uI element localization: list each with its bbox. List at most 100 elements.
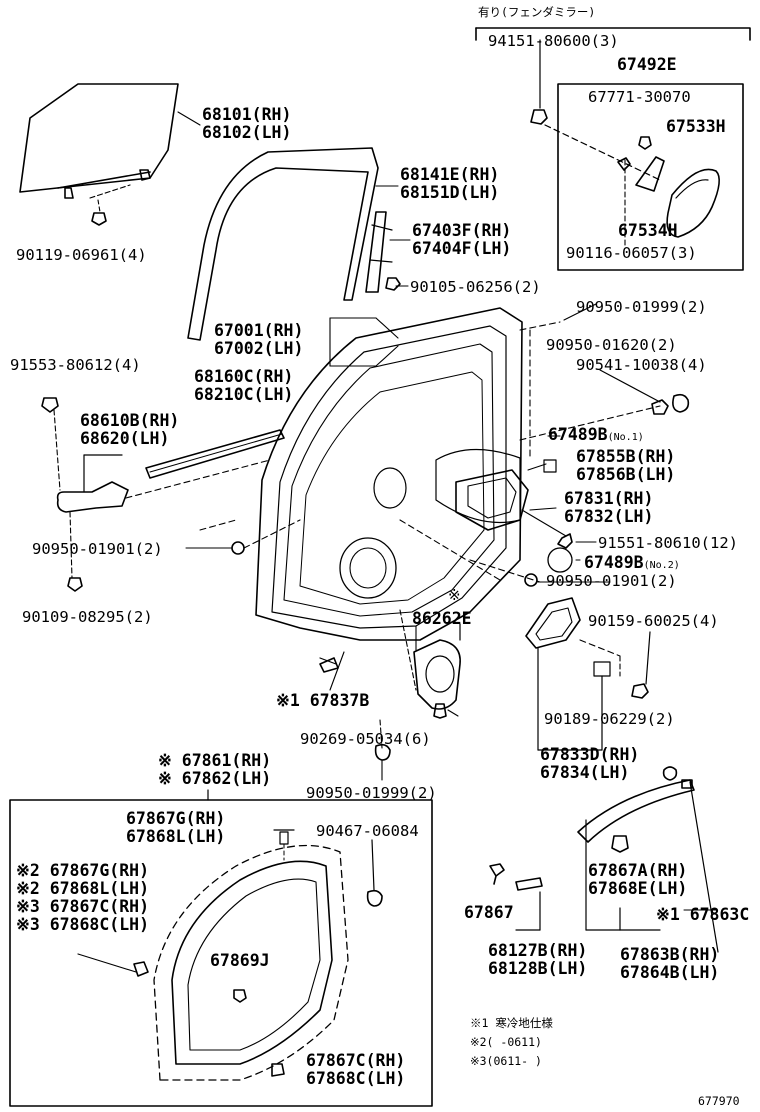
fender-mirror xyxy=(666,168,720,238)
part-67868C-3[interactable]: ※3 67868C(LH) xyxy=(16,915,150,934)
part-86262E[interactable]: 86262E xyxy=(412,609,472,628)
part-68102[interactable]: 68102(LH) xyxy=(202,123,292,142)
part-90189[interactable]: 90189-06229(2) xyxy=(544,710,675,728)
door-check xyxy=(56,481,129,513)
part-90159[interactable]: 90159-60025(4) xyxy=(588,612,719,630)
part-90950-01999-bottom[interactable]: 90950-01999(2) xyxy=(306,784,437,802)
outside-handle-label: 67833D(RH) 67834(LH) xyxy=(540,746,639,782)
part-94151[interactable]: 94151-80600(3) xyxy=(488,32,619,50)
asterisk-mark: ※ xyxy=(448,586,461,604)
part-67489B-no1-note: (No.1) xyxy=(607,432,644,443)
division-bar xyxy=(365,211,387,293)
part-68101[interactable]: 68101(RH) xyxy=(202,105,292,124)
part-91553[interactable]: 91553-80612(4) xyxy=(10,356,141,374)
part-67489B-no1[interactable]: 67489B(No.1) xyxy=(548,426,644,447)
part-68128B[interactable]: 68128B(LH) xyxy=(488,959,588,978)
part-68160C[interactable]: 68160C(RH) xyxy=(194,367,294,386)
part-68210C[interactable]: 68210C(LH) xyxy=(194,385,294,404)
part-68610B[interactable]: 68610B(RH) xyxy=(80,411,180,430)
part-67534H[interactable]: 67534H xyxy=(618,221,678,240)
part-90269[interactable]: 90269-05034(6) xyxy=(300,730,431,748)
part-67489B-no1-num: 67489B xyxy=(548,425,608,444)
part-67771[interactable]: 67771-30070 xyxy=(588,88,691,106)
part-67861[interactable]: ※ 67861(RH) xyxy=(158,751,272,770)
part-67489B-no2-note: (No.2) xyxy=(643,560,680,571)
part-67867C[interactable]: 67867C(RH) xyxy=(306,1051,406,1070)
speaker xyxy=(413,639,461,710)
catalog-number: 677970 xyxy=(698,1094,740,1108)
belt-moulding xyxy=(145,429,285,479)
part-67856B[interactable]: 67856B(LH) xyxy=(576,465,676,484)
part-67855B[interactable]: 67855B(RH) xyxy=(576,447,676,466)
clip-variants-label: ※2 67867G(RH) ※2 67868L(LH) ※3 67867C(RH… xyxy=(16,862,149,934)
part-67867A[interactable]: 67867A(RH) xyxy=(588,861,688,880)
part-90950-01999-top[interactable]: 90950-01999(2) xyxy=(576,298,707,316)
part-67489B-no2[interactable]: 67489B(No.2) xyxy=(584,554,680,575)
clip-a-label: 67867A(RH) 67868E(LH) xyxy=(588,862,687,898)
part-90109[interactable]: 90109-08295(2) xyxy=(22,608,153,626)
outside-handle xyxy=(525,597,581,649)
division-bar-label: 67403F(RH) 67404F(LH) xyxy=(412,222,511,258)
glass-run xyxy=(187,147,379,341)
part-68620[interactable]: 68620(LH) xyxy=(80,429,170,448)
part-67489B-no2-num: 67489B xyxy=(584,553,644,572)
weatherstrip-label: 68127B(RH) 68128B(LH) xyxy=(488,942,587,978)
lock-rod-label: 67855B(RH) 67856B(LH) xyxy=(576,448,675,484)
part-67834[interactable]: 67834(LH) xyxy=(540,763,630,782)
part-67001[interactable]: 67001(RH) xyxy=(214,321,304,340)
header-bracket xyxy=(475,27,751,41)
part-91551[interactable]: 91551-80610(12) xyxy=(598,534,738,552)
part-67868C[interactable]: 67868C(LH) xyxy=(306,1069,406,1088)
part-67492E[interactable]: 67492E xyxy=(617,55,677,74)
door-lock-label: 67831(RH) 67832(LH) xyxy=(564,490,653,526)
leader-lines xyxy=(177,111,717,911)
part-90541[interactable]: 90541-10038(4) xyxy=(576,356,707,374)
part-67832[interactable]: 67832(LH) xyxy=(564,507,654,526)
part-90950-01901-right[interactable]: 90950-01901(2) xyxy=(546,572,677,590)
part-90116[interactable]: 90116-06057(3) xyxy=(566,244,697,262)
part-90467[interactable]: 90467-06084 xyxy=(316,822,419,840)
part-90119[interactable]: 90119-06961(4) xyxy=(16,246,147,264)
part-67863C[interactable]: ※1 67863C xyxy=(656,905,750,924)
door-lock xyxy=(455,469,529,531)
header-note: 有り(フェンダミラー) xyxy=(478,5,596,19)
part-90105[interactable]: 90105-06256(2) xyxy=(410,278,541,296)
note-3: ※3(0611- ) xyxy=(470,1054,542,1068)
part-90950-01620[interactable]: 90950-01620(2) xyxy=(546,336,677,354)
clip-c-label: 67867C(RH) 67868C(LH) xyxy=(306,1052,405,1088)
footnotes: ※1 寒冷地仕様 ※2( -0611) ※3(0611- ) xyxy=(470,1014,553,1071)
part-68127B[interactable]: 68127B(RH) xyxy=(488,941,588,960)
part-67863B[interactable]: 67863B(RH) xyxy=(620,945,720,964)
part-67867[interactable]: 67867 xyxy=(464,903,514,922)
part-67867C-3[interactable]: ※3 67867C(RH) xyxy=(16,897,150,916)
part-67867G-2[interactable]: ※2 67867G(RH) xyxy=(16,861,150,880)
part-67867G[interactable]: 67867G(RH) xyxy=(126,809,226,828)
part-68141E[interactable]: 68141E(RH) xyxy=(400,165,500,184)
part-67868L[interactable]: 67868L(LH) xyxy=(126,827,226,846)
part-67002[interactable]: 67002(LH) xyxy=(214,339,304,358)
note-2: ※2( -0611) xyxy=(470,1035,542,1049)
part-67404F[interactable]: 67404F(LH) xyxy=(412,239,512,258)
part-90950-01901-left[interactable]: 90950-01901(2) xyxy=(32,540,163,558)
part-67868L-2[interactable]: ※2 67868L(LH) xyxy=(16,879,150,898)
clip-g-label: 67867G(RH) 67868L(LH) xyxy=(126,810,225,846)
part-67837B[interactable]: ※1 67837B xyxy=(276,691,370,710)
part-67864B[interactable]: 67864B(LH) xyxy=(620,963,720,982)
note-1: ※1 寒冷地仕様 xyxy=(470,1016,553,1030)
part-67831[interactable]: 67831(RH) xyxy=(564,489,654,508)
door-shell-label: 67001(RH) 67002(LH) xyxy=(214,322,303,358)
part-67868E[interactable]: 67868E(LH) xyxy=(588,879,688,898)
part-67403F[interactable]: 67403F(RH) xyxy=(412,221,512,240)
part-68151D[interactable]: 68151D(LH) xyxy=(400,183,500,202)
glass-run-label: 68141E(RH) 68151D(LH) xyxy=(400,166,499,202)
part-67869J[interactable]: 67869J xyxy=(210,951,270,970)
part-67833D[interactable]: 67833D(RH) xyxy=(540,745,640,764)
part-67862[interactable]: ※ 67862(LH) xyxy=(158,769,272,788)
belt-label: 68160C(RH) 68210C(LH) xyxy=(194,368,293,404)
door-shell xyxy=(255,307,523,641)
glass-label: 68101(RH) 68102(LH) xyxy=(202,106,291,142)
part-67533H[interactable]: 67533H xyxy=(666,117,726,136)
door-glass xyxy=(19,83,179,193)
